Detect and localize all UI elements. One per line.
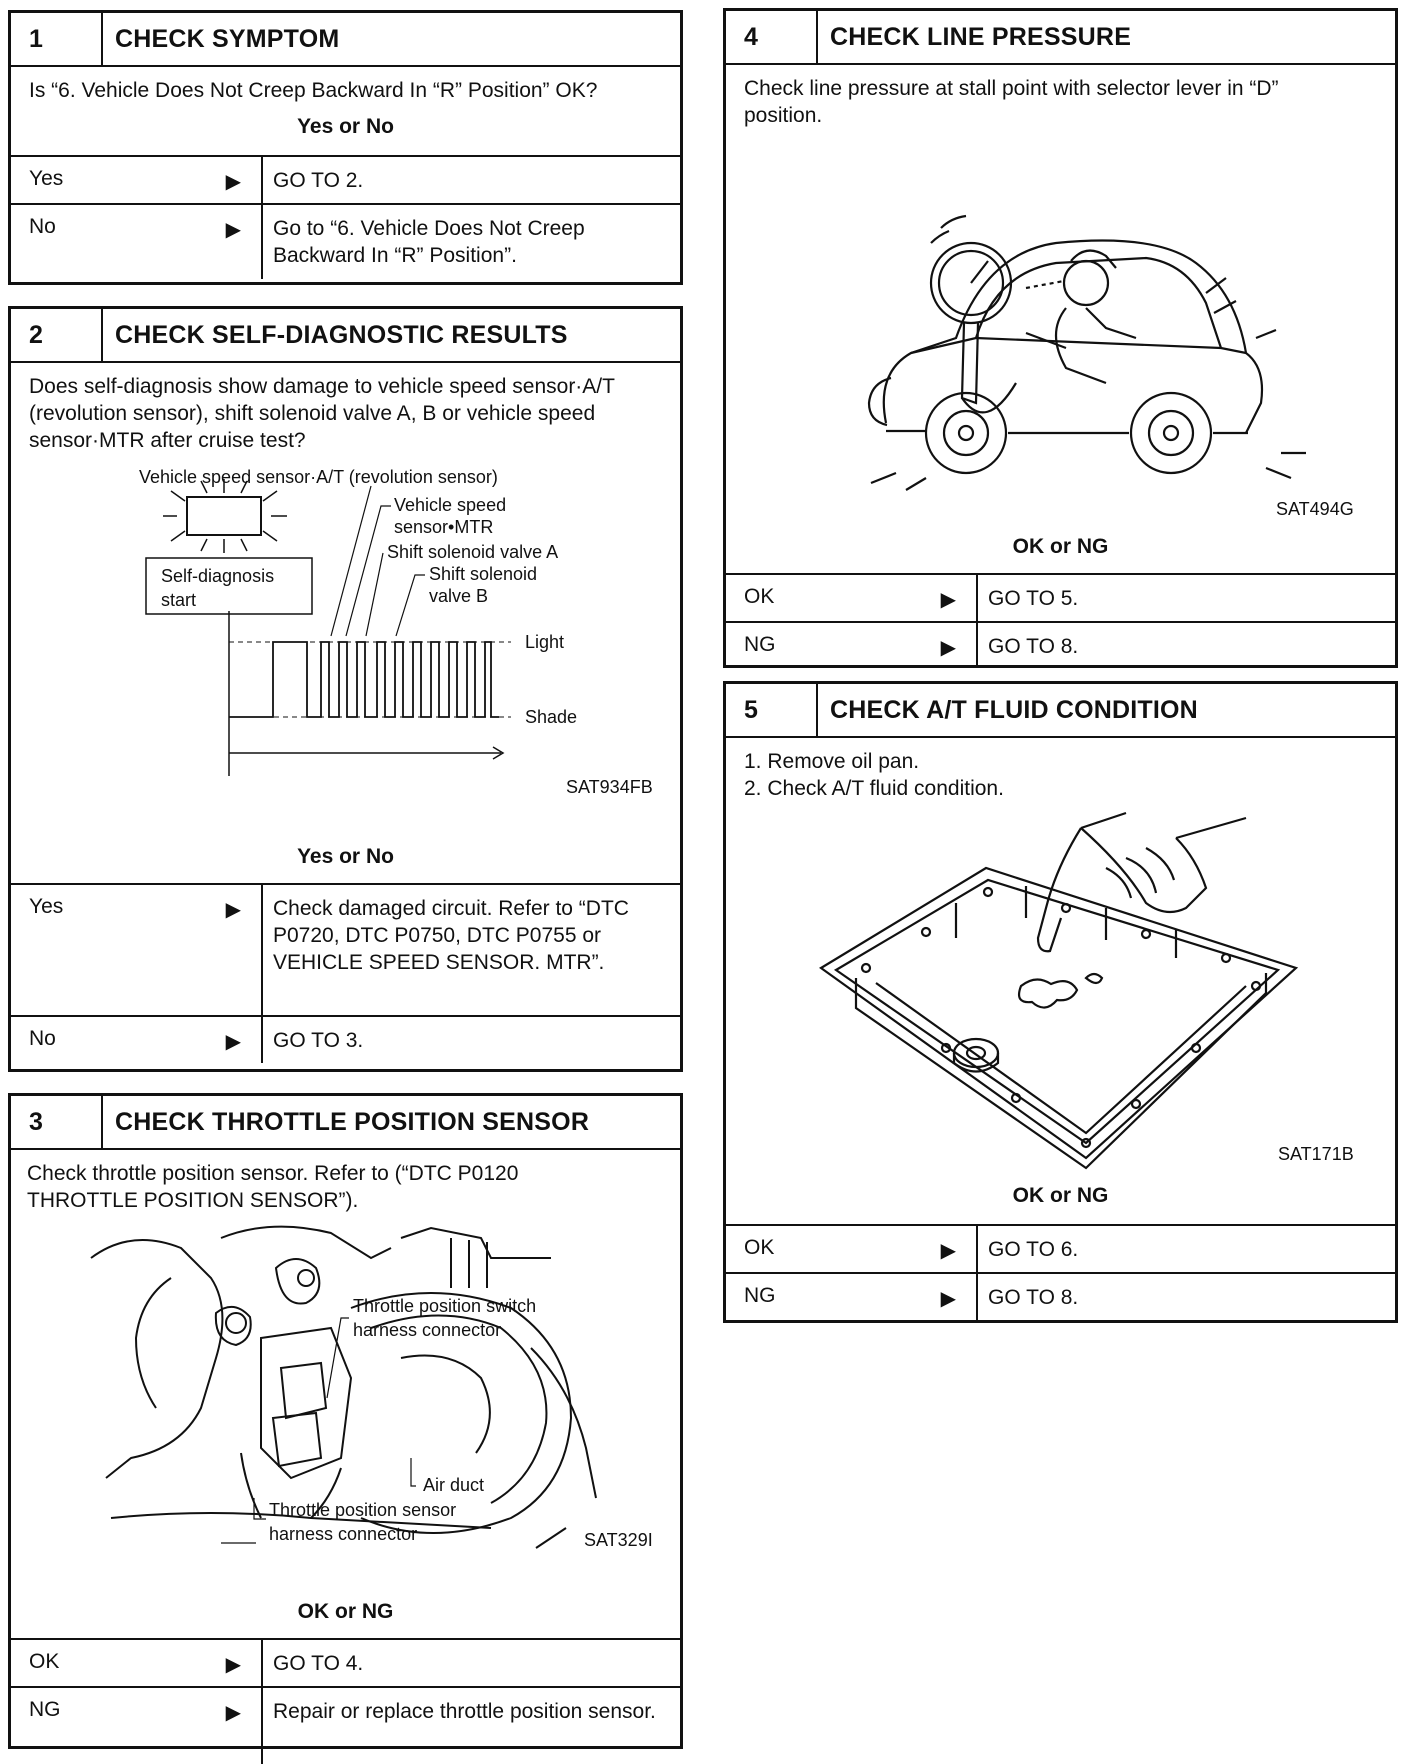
arrow-right-icon: ▶	[940, 637, 956, 659]
label-shift-solenoid-b-line1: Shift solenoid	[429, 564, 537, 584]
step-title: CHECK A/T FLUID CONDITION	[830, 696, 1198, 724]
step-number: 3	[11, 1096, 103, 1148]
answer-prompt: Yes or No	[297, 115, 394, 138]
label-tps-switch-line2: harness connector	[353, 1320, 501, 1340]
answer-result[interactable]: GO TO 5.	[988, 587, 1079, 610]
answer-label: Yes▶	[11, 157, 263, 203]
step-header: 3 CHECK THROTTLE POSITION SENSOR	[11, 1096, 680, 1150]
answer-row-ng[interactable]: NG▶ GO TO 8.	[726, 1272, 1395, 1320]
answer-label: NG▶	[11, 1688, 263, 1764]
answer-row-yes[interactable]: Yes▶ Check damaged circuit. Refer to “DT…	[11, 883, 680, 1015]
self-diagnosis-diagram: Vehicle speed sensor·A/T (revolution sen…	[139, 467, 653, 797]
step-header: 1 CHECK SYMPTOM	[11, 13, 680, 67]
arrow-right-icon: ▶	[225, 1654, 241, 1676]
label-shift-solenoid-a: Shift solenoid valve A	[387, 542, 558, 562]
arrow-right-icon: ▶	[225, 899, 241, 921]
oil-pan-illustration: SAT171B	[819, 811, 1354, 1170]
fluid-condition-figure: SAT171B	[726, 808, 1395, 1178]
answer-label: No▶	[11, 1017, 263, 1063]
arrow-right-icon: ▶	[940, 1288, 956, 1310]
step-5-box: 5 CHECK A/T FLUID CONDITION 1. Remove oi…	[723, 681, 1398, 1323]
step-question: Check throttle position sensor. Refer to…	[27, 1162, 519, 1212]
step-number: 5	[726, 684, 818, 736]
answer-result[interactable]: GO TO 2.	[273, 169, 364, 192]
line-pressure-figure: SAT494G	[726, 133, 1395, 529]
step-number: 1	[11, 13, 103, 65]
label-tps-switch-line1: Throttle position switch	[353, 1296, 536, 1316]
step-question: Does self-diagnosis show damage to vehic…	[29, 375, 615, 452]
answer-result[interactable]: Go to “6. Vehicle Does Not Creep Backwar…	[273, 217, 585, 267]
label-shade: Shade	[525, 707, 577, 727]
label-vss-at: Vehicle speed sensor·A/T (revolution sen…	[139, 467, 498, 487]
label-vss-mtr-line1: Vehicle speed	[394, 495, 506, 515]
figure-code: SAT934FB	[566, 777, 653, 797]
label-air-duct: Air duct	[423, 1475, 484, 1495]
step-title: CHECK SELF-DIAGNOSTIC RESULTS	[115, 321, 568, 349]
answer-prompt: OK or NG	[1012, 1184, 1109, 1207]
step-number: 4	[726, 11, 818, 63]
step-title: CHECK SYMPTOM	[115, 25, 340, 53]
answer-label: NG▶	[726, 1274, 978, 1320]
label-light: Light	[525, 632, 564, 652]
answer-row-no[interactable]: No▶ GO TO 3.	[11, 1015, 680, 1063]
answer-row-ok[interactable]: OK▶ GO TO 4.	[11, 1638, 680, 1686]
step-question: Check line pressure at stall point with …	[744, 77, 1279, 127]
answer-result[interactable]: GO TO 3.	[273, 1029, 364, 1052]
step-instructions: 1. Remove oil pan. 2. Check A/T fluid co…	[726, 738, 1395, 808]
answer-result[interactable]: GO TO 4.	[273, 1652, 364, 1675]
step-header: 2 CHECK SELF-DIAGNOSTIC RESULTS	[11, 309, 680, 363]
step-4-box: 4 CHECK LINE PRESSURE Check line pressur…	[723, 8, 1398, 668]
arrow-right-icon: ▶	[940, 1240, 956, 1262]
answer-prompt: Yes or No	[297, 845, 394, 868]
step-title: CHECK THROTTLE POSITION SENSOR	[115, 1108, 590, 1136]
label-start-line1: Self-diagnosis	[161, 566, 274, 586]
answer-label: NG▶	[726, 623, 978, 667]
label-vss-mtr-line2: sensor•MTR	[394, 517, 493, 537]
answer-row-yes[interactable]: Yes▶ GO TO 2.	[11, 155, 680, 203]
answer-row-no[interactable]: No▶ Go to “6. Vehicle Does Not Creep Bac…	[11, 203, 680, 279]
answer-prompt: OK or NG	[1012, 535, 1109, 558]
step-question: Is “6. Vehicle Does Not Creep Backward I…	[29, 79, 598, 102]
step-1-box: 1 CHECK SYMPTOM Is “6. Vehicle Does Not …	[8, 10, 683, 285]
arrow-right-icon: ▶	[225, 1702, 241, 1724]
throttle-engine-illustration: Throttle position switch harness connect…	[90, 1225, 653, 1550]
instruction-item: 2. Check A/T fluid condition.	[744, 777, 1004, 800]
step-header: 5 CHECK A/T FLUID CONDITION	[726, 684, 1395, 738]
answer-label: Yes▶	[11, 885, 263, 1015]
figure-code: SAT171B	[1278, 1144, 1354, 1164]
step-2-box: 2 CHECK SELF-DIAGNOSTIC RESULTS Does sel…	[8, 306, 683, 1072]
answer-result[interactable]: Check damaged circuit. Refer to “DTC P07…	[273, 897, 629, 974]
answer-row-ng[interactable]: NG▶ Repair or replace throttle position …	[11, 1686, 680, 1764]
label-tps-sensor-line2: harness connector	[269, 1524, 417, 1544]
throttle-sensor-figure: Throttle position switch harness connect…	[11, 1218, 680, 1594]
step-title: CHECK LINE PRESSURE	[830, 23, 1132, 51]
label-start-line2: start	[161, 590, 196, 610]
arrow-right-icon: ▶	[225, 1031, 241, 1053]
answer-result[interactable]: GO TO 6.	[988, 1238, 1079, 1261]
self-diagnosis-figure: Vehicle speed sensor·A/T (revolution sen…	[11, 461, 680, 839]
car-pressure-gauge-illustration: SAT494G	[867, 214, 1354, 519]
instruction-item: 1. Remove oil pan.	[744, 750, 920, 773]
arrow-right-icon: ▶	[225, 219, 241, 241]
arrow-right-icon: ▶	[225, 171, 241, 193]
answer-label: OK▶	[11, 1640, 263, 1686]
figure-code: SAT494G	[1276, 499, 1354, 519]
step-header: 4 CHECK LINE PRESSURE	[726, 11, 1395, 65]
answer-result[interactable]: GO TO 8.	[988, 635, 1079, 658]
answer-row-ok[interactable]: OK▶ GO TO 5.	[726, 573, 1395, 621]
answer-prompt: OK or NG	[297, 1600, 394, 1623]
step-number: 2	[11, 309, 103, 361]
answer-result[interactable]: Repair or replace throttle position sens…	[273, 1700, 656, 1723]
answer-label: OK▶	[726, 575, 978, 621]
figure-code: SAT329I	[584, 1530, 653, 1550]
answer-label: No▶	[11, 205, 263, 279]
answer-result[interactable]: GO TO 8.	[988, 1286, 1079, 1309]
answer-row-ng[interactable]: NG▶ GO TO 8.	[726, 621, 1395, 667]
arrow-right-icon: ▶	[940, 589, 956, 611]
answer-row-ok[interactable]: OK▶ GO TO 6.	[726, 1224, 1395, 1272]
answer-label: OK▶	[726, 1226, 978, 1272]
label-shift-solenoid-b-line2: valve B	[429, 586, 488, 606]
step-3-box: 3 CHECK THROTTLE POSITION SENSOR Check t…	[8, 1093, 683, 1764]
label-tps-sensor-line1: Throttle position sensor	[269, 1500, 456, 1520]
